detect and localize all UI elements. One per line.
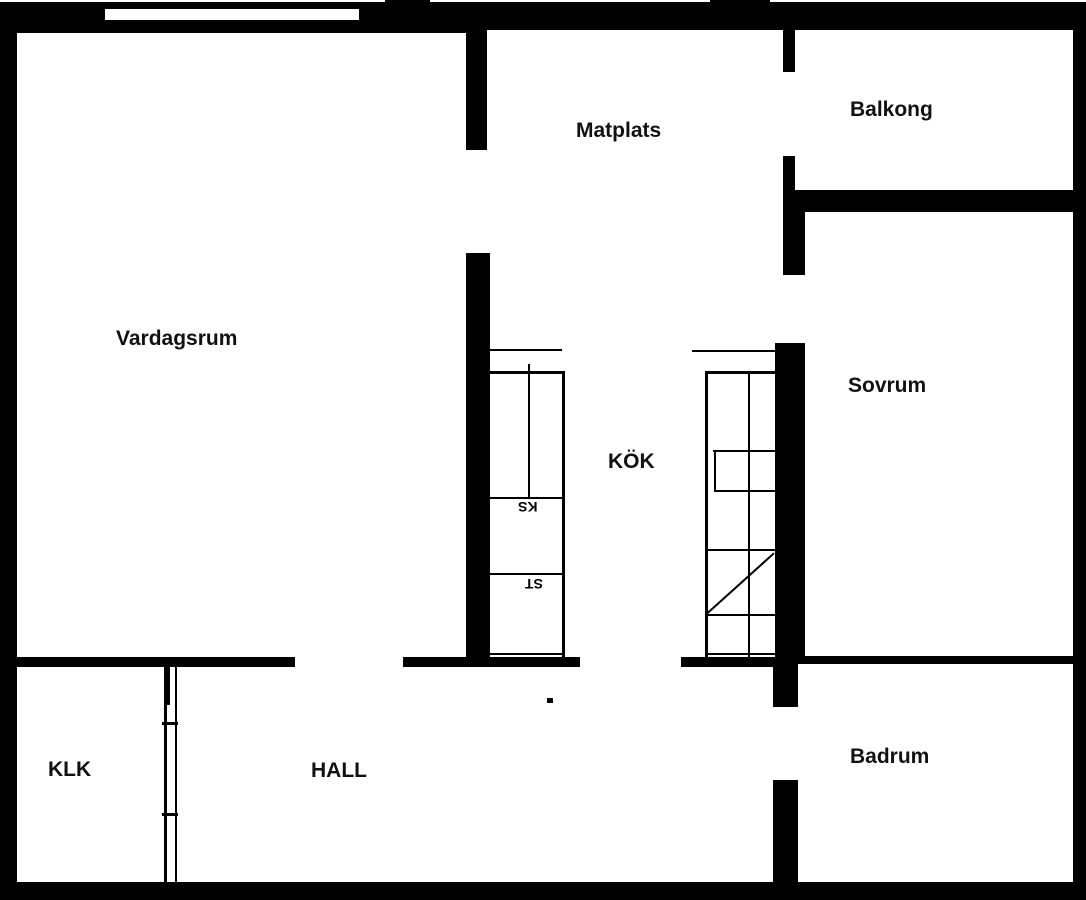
room-label-kok: KÖK — [608, 450, 655, 473]
klk-partition-line-left — [164, 667, 167, 882]
wall-hall-stub — [773, 660, 798, 707]
cabinet-right-counter-line — [692, 350, 775, 352]
room-label-badrum: Badrum — [850, 745, 930, 768]
klk-partition-tick-1 — [162, 722, 178, 725]
wall-sovrum-left-upper — [783, 200, 805, 275]
cabinet-left-divider-2 — [490, 573, 562, 575]
cabinet-left-bottom — [490, 653, 562, 655]
klk-partition-line-right — [175, 667, 177, 882]
wall-hall-badrum — [773, 780, 798, 884]
wall-vardagsrum-klk — [15, 657, 295, 667]
cabinet-left-top — [490, 371, 565, 374]
wall-vardagsrum-matplats-upper — [466, 28, 487, 150]
room-vardagsrum — [18, 33, 466, 657]
cabinet-left-rod — [528, 364, 530, 497]
fixture-label-st: ST — [525, 576, 543, 592]
klk-partition-top-stub — [164, 667, 170, 705]
fixture-label-ks: KS — [518, 499, 538, 515]
room-hall — [176, 667, 774, 882]
room-badrum — [798, 664, 1075, 884]
outer-wall-bottom — [0, 882, 1086, 900]
cabinet-right-stove-left — [714, 450, 716, 492]
wall-vardagsrum-kok — [466, 253, 490, 663]
room-label-hall: HALL — [311, 759, 367, 782]
cabinet-right-bottom — [705, 653, 775, 655]
cabinet-left-divider-1 — [490, 497, 562, 499]
cabinet-right-inner-vertical — [748, 374, 750, 657]
cabinet-right-divider-1 — [705, 549, 775, 551]
room-sovrum — [805, 212, 1075, 656]
cabinet-left-counter-line — [490, 349, 562, 351]
cabinet-right-divider-2 — [705, 614, 775, 616]
top-mark-2 — [710, 0, 770, 3]
cabinet-right-stove-top — [713, 450, 775, 452]
room-matplats — [487, 28, 783, 350]
klk-partition-tick-2 — [162, 813, 178, 816]
cabinet-left-right — [562, 371, 565, 659]
room-label-matplats: Matplats — [576, 119, 662, 142]
room-label-sovrum: Sovrum — [848, 374, 927, 397]
hall-marker-dot — [547, 698, 553, 703]
room-label-balkong: Balkong — [850, 98, 933, 121]
wall-kok-sovrum — [775, 343, 805, 663]
room-label-vardagsrum: Vardagsrum — [116, 327, 238, 350]
cabinet-right-left — [705, 371, 708, 659]
room-balkong — [795, 28, 1075, 190]
outer-wall-left — [0, 2, 17, 900]
wall-matplats-balkong-upper — [783, 28, 795, 72]
room-label-klk: KLK — [48, 758, 92, 781]
wall-kok-hall-right — [681, 657, 776, 667]
wall-vardagsrum-hall — [403, 657, 580, 667]
cabinet-right-top — [705, 371, 775, 374]
wall-balkong-sovrum — [783, 190, 1075, 212]
outer-wall-right — [1073, 2, 1086, 900]
cabinet-right-stove-bottom — [714, 490, 775, 492]
wall-sovrum-badrum — [798, 656, 1075, 664]
top-mark-1 — [385, 0, 430, 3]
window-vardagsrum — [105, 9, 359, 20]
